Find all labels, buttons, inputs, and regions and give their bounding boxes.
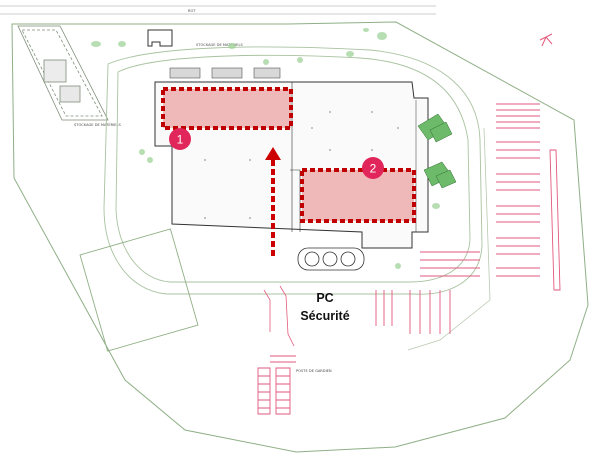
- site-boundary: [11, 21, 589, 453]
- left-storage-area: [17, 25, 109, 121]
- greenery: [91, 28, 440, 269]
- access-road: [263, 285, 295, 347]
- header-strip: ROT: [0, 5, 436, 15]
- top-storage-block: [147, 29, 173, 47]
- header-label: ROT: [188, 9, 196, 13]
- zone-1-badge: [169, 128, 191, 150]
- building-grid-dots: [204, 111, 399, 219]
- zone-2[interactable]: 2: [300, 157, 416, 223]
- storage-rects-top: [169, 67, 281, 79]
- ring-road: [103, 46, 483, 295]
- zone-2-number: 2: [370, 162, 377, 176]
- guard-parking: [257, 355, 296, 415]
- label-poste-de-gardien: POSTE DE GARDIEN: [296, 369, 332, 373]
- label-stockage-top: STOCKAGE DE MATERIELS: [196, 43, 243, 47]
- right-road: [407, 127, 491, 351]
- sports-pitch: [79, 228, 199, 352]
- zone-1[interactable]: 1: [161, 87, 293, 150]
- zone-2-badge: [362, 157, 384, 179]
- pc-securite-line1: PC: [316, 291, 333, 305]
- label-stockage-left: STOCKAGE DE MATERIELS: [74, 123, 121, 127]
- route-arrow: [265, 147, 281, 256]
- tree-icon: [539, 33, 553, 47]
- green-docks: [417, 113, 457, 189]
- pc-securite-line2: Sécurité: [300, 309, 349, 323]
- parking-lots: [375, 103, 561, 334]
- zone-1-number: 1: [177, 133, 184, 147]
- round-tanks: [297, 247, 365, 271]
